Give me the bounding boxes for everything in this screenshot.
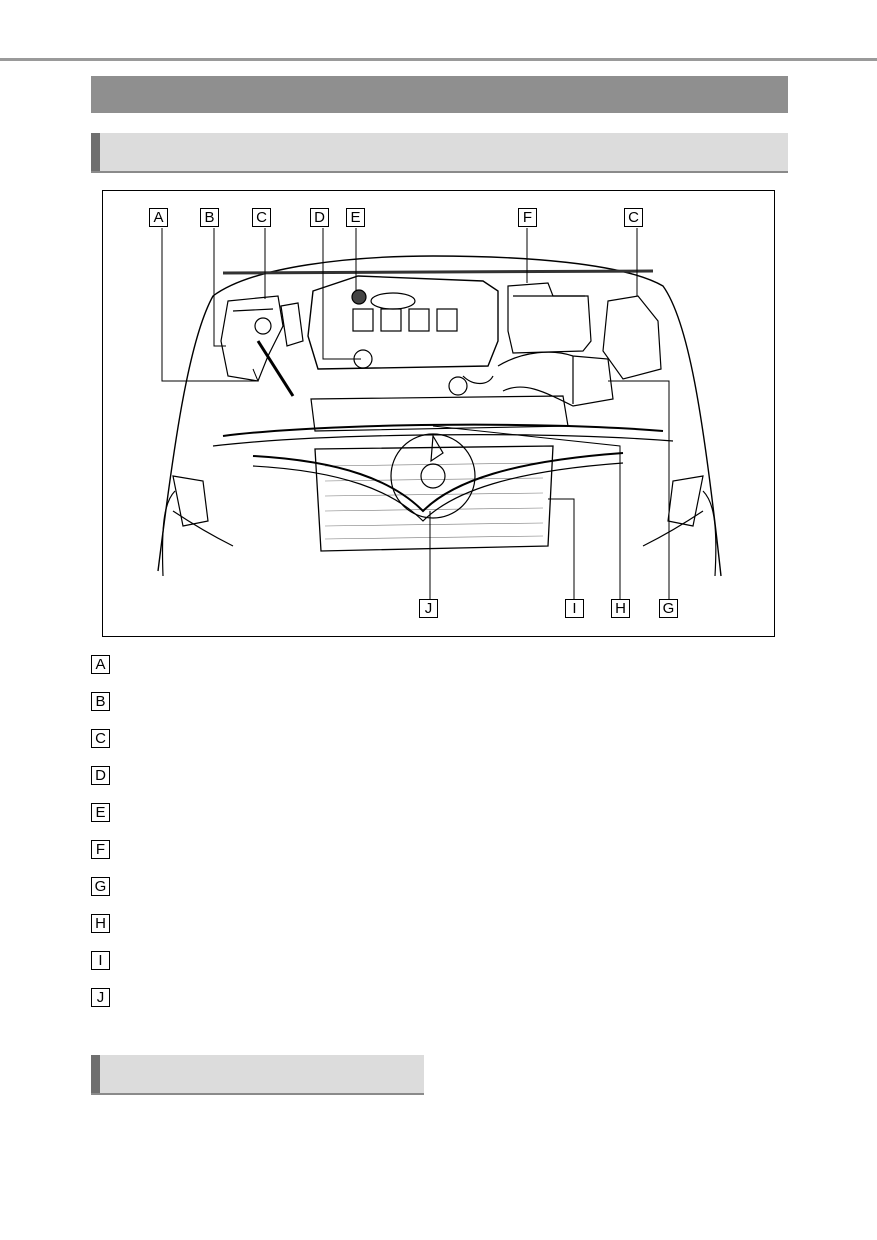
legend-key: C: [91, 729, 110, 748]
callout-i: I: [565, 599, 584, 618]
callout-c: C: [252, 208, 271, 227]
subsection-tab-marker: [91, 1055, 100, 1093]
callout-g: G: [659, 599, 678, 618]
callout-f: F: [518, 208, 537, 227]
engine-compartment-figure: A B C D E F C J I H G: [102, 190, 775, 637]
callout-a: A: [149, 208, 168, 227]
top-rule: [0, 58, 877, 61]
subsection-tab-marker: [91, 133, 100, 171]
legend-key: B: [91, 692, 110, 711]
legend-key: I: [91, 951, 110, 970]
legend-key: J: [91, 988, 110, 1007]
legend-key: F: [91, 840, 110, 859]
callout-d: D: [310, 208, 329, 227]
subsection-header-1: [91, 133, 788, 173]
legend-key: A: [91, 655, 110, 674]
legend-key: G: [91, 877, 110, 896]
section-title-bar: [91, 76, 788, 113]
legend-key: D: [91, 766, 110, 785]
callout-b: B: [200, 208, 219, 227]
legend-key: E: [91, 803, 110, 822]
callout-h: H: [611, 599, 630, 618]
subsection-header-2: [91, 1055, 424, 1095]
callout-j: J: [419, 599, 438, 618]
callout-e: E: [346, 208, 365, 227]
callout-c-right: C: [624, 208, 643, 227]
engine-compartment-illustration: [157, 228, 722, 601]
legend-key: H: [91, 914, 110, 933]
